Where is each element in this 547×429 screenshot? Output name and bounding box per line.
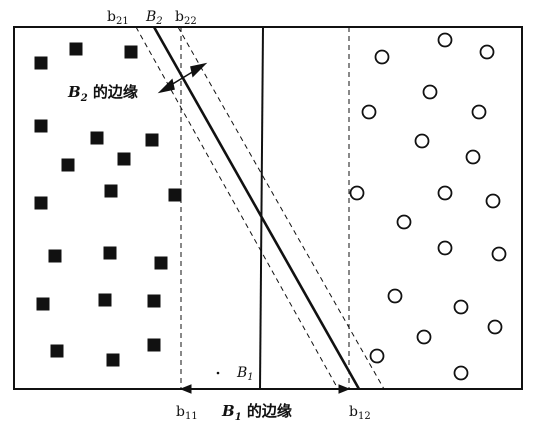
label-B2-margin: B2 的边缘 bbox=[67, 83, 138, 104]
circle-point bbox=[416, 329, 432, 345]
square-point bbox=[117, 152, 131, 166]
circle-point bbox=[485, 193, 501, 209]
square-point bbox=[34, 56, 48, 70]
circle-point bbox=[465, 149, 481, 165]
square-point bbox=[34, 196, 48, 210]
square-point bbox=[69, 42, 83, 56]
label-B2: B2 bbox=[145, 9, 163, 27]
square-point bbox=[106, 353, 120, 367]
square-point bbox=[90, 131, 104, 145]
square-point bbox=[50, 344, 64, 358]
label-b21: b21 bbox=[107, 9, 129, 27]
circle-point bbox=[369, 348, 385, 364]
b22-margin-line bbox=[177, 26, 385, 390]
B1-margin-arrow bbox=[179, 384, 351, 394]
circle-point bbox=[374, 49, 390, 65]
circle-point bbox=[453, 299, 469, 315]
circle-point bbox=[491, 246, 507, 262]
circle-point bbox=[422, 84, 438, 100]
square-point bbox=[147, 294, 161, 308]
label-b22: b22 bbox=[175, 9, 197, 27]
circle-point bbox=[437, 240, 453, 256]
square-point bbox=[48, 249, 62, 263]
circle-point bbox=[437, 185, 453, 201]
circle-point bbox=[387, 288, 403, 304]
circle-point bbox=[487, 319, 503, 335]
B2-margin-arrow bbox=[157, 62, 208, 94]
square-point bbox=[36, 297, 50, 311]
circle-point bbox=[453, 365, 469, 381]
circle-point bbox=[414, 133, 430, 149]
plot-frame bbox=[13, 26, 523, 390]
square-point bbox=[147, 338, 161, 352]
B1-boundary-line bbox=[259, 26, 264, 390]
stray-dot bbox=[216, 371, 220, 375]
circle-point bbox=[479, 44, 495, 60]
square-point bbox=[168, 188, 182, 202]
b21-margin-line bbox=[135, 26, 339, 390]
square-point bbox=[104, 184, 118, 198]
circle-point bbox=[349, 185, 365, 201]
square-point bbox=[154, 256, 168, 270]
circle-point bbox=[437, 32, 453, 48]
square-point bbox=[61, 158, 75, 172]
label-b11: b11 bbox=[176, 404, 198, 422]
label-B1: B1 bbox=[236, 365, 254, 383]
class-circle-points bbox=[349, 32, 507, 381]
class-square-points bbox=[34, 42, 182, 367]
circle-point bbox=[361, 104, 377, 120]
square-point bbox=[103, 246, 117, 260]
B2-boundary-line bbox=[152, 26, 361, 390]
square-point bbox=[145, 133, 159, 147]
circle-point bbox=[396, 214, 412, 230]
label-b12: b12 bbox=[349, 404, 371, 422]
square-point bbox=[124, 45, 138, 59]
square-point bbox=[34, 119, 48, 133]
label-B1-margin: B1 的边缘 bbox=[221, 402, 292, 423]
square-point bbox=[98, 293, 112, 307]
circle-point bbox=[471, 104, 487, 120]
